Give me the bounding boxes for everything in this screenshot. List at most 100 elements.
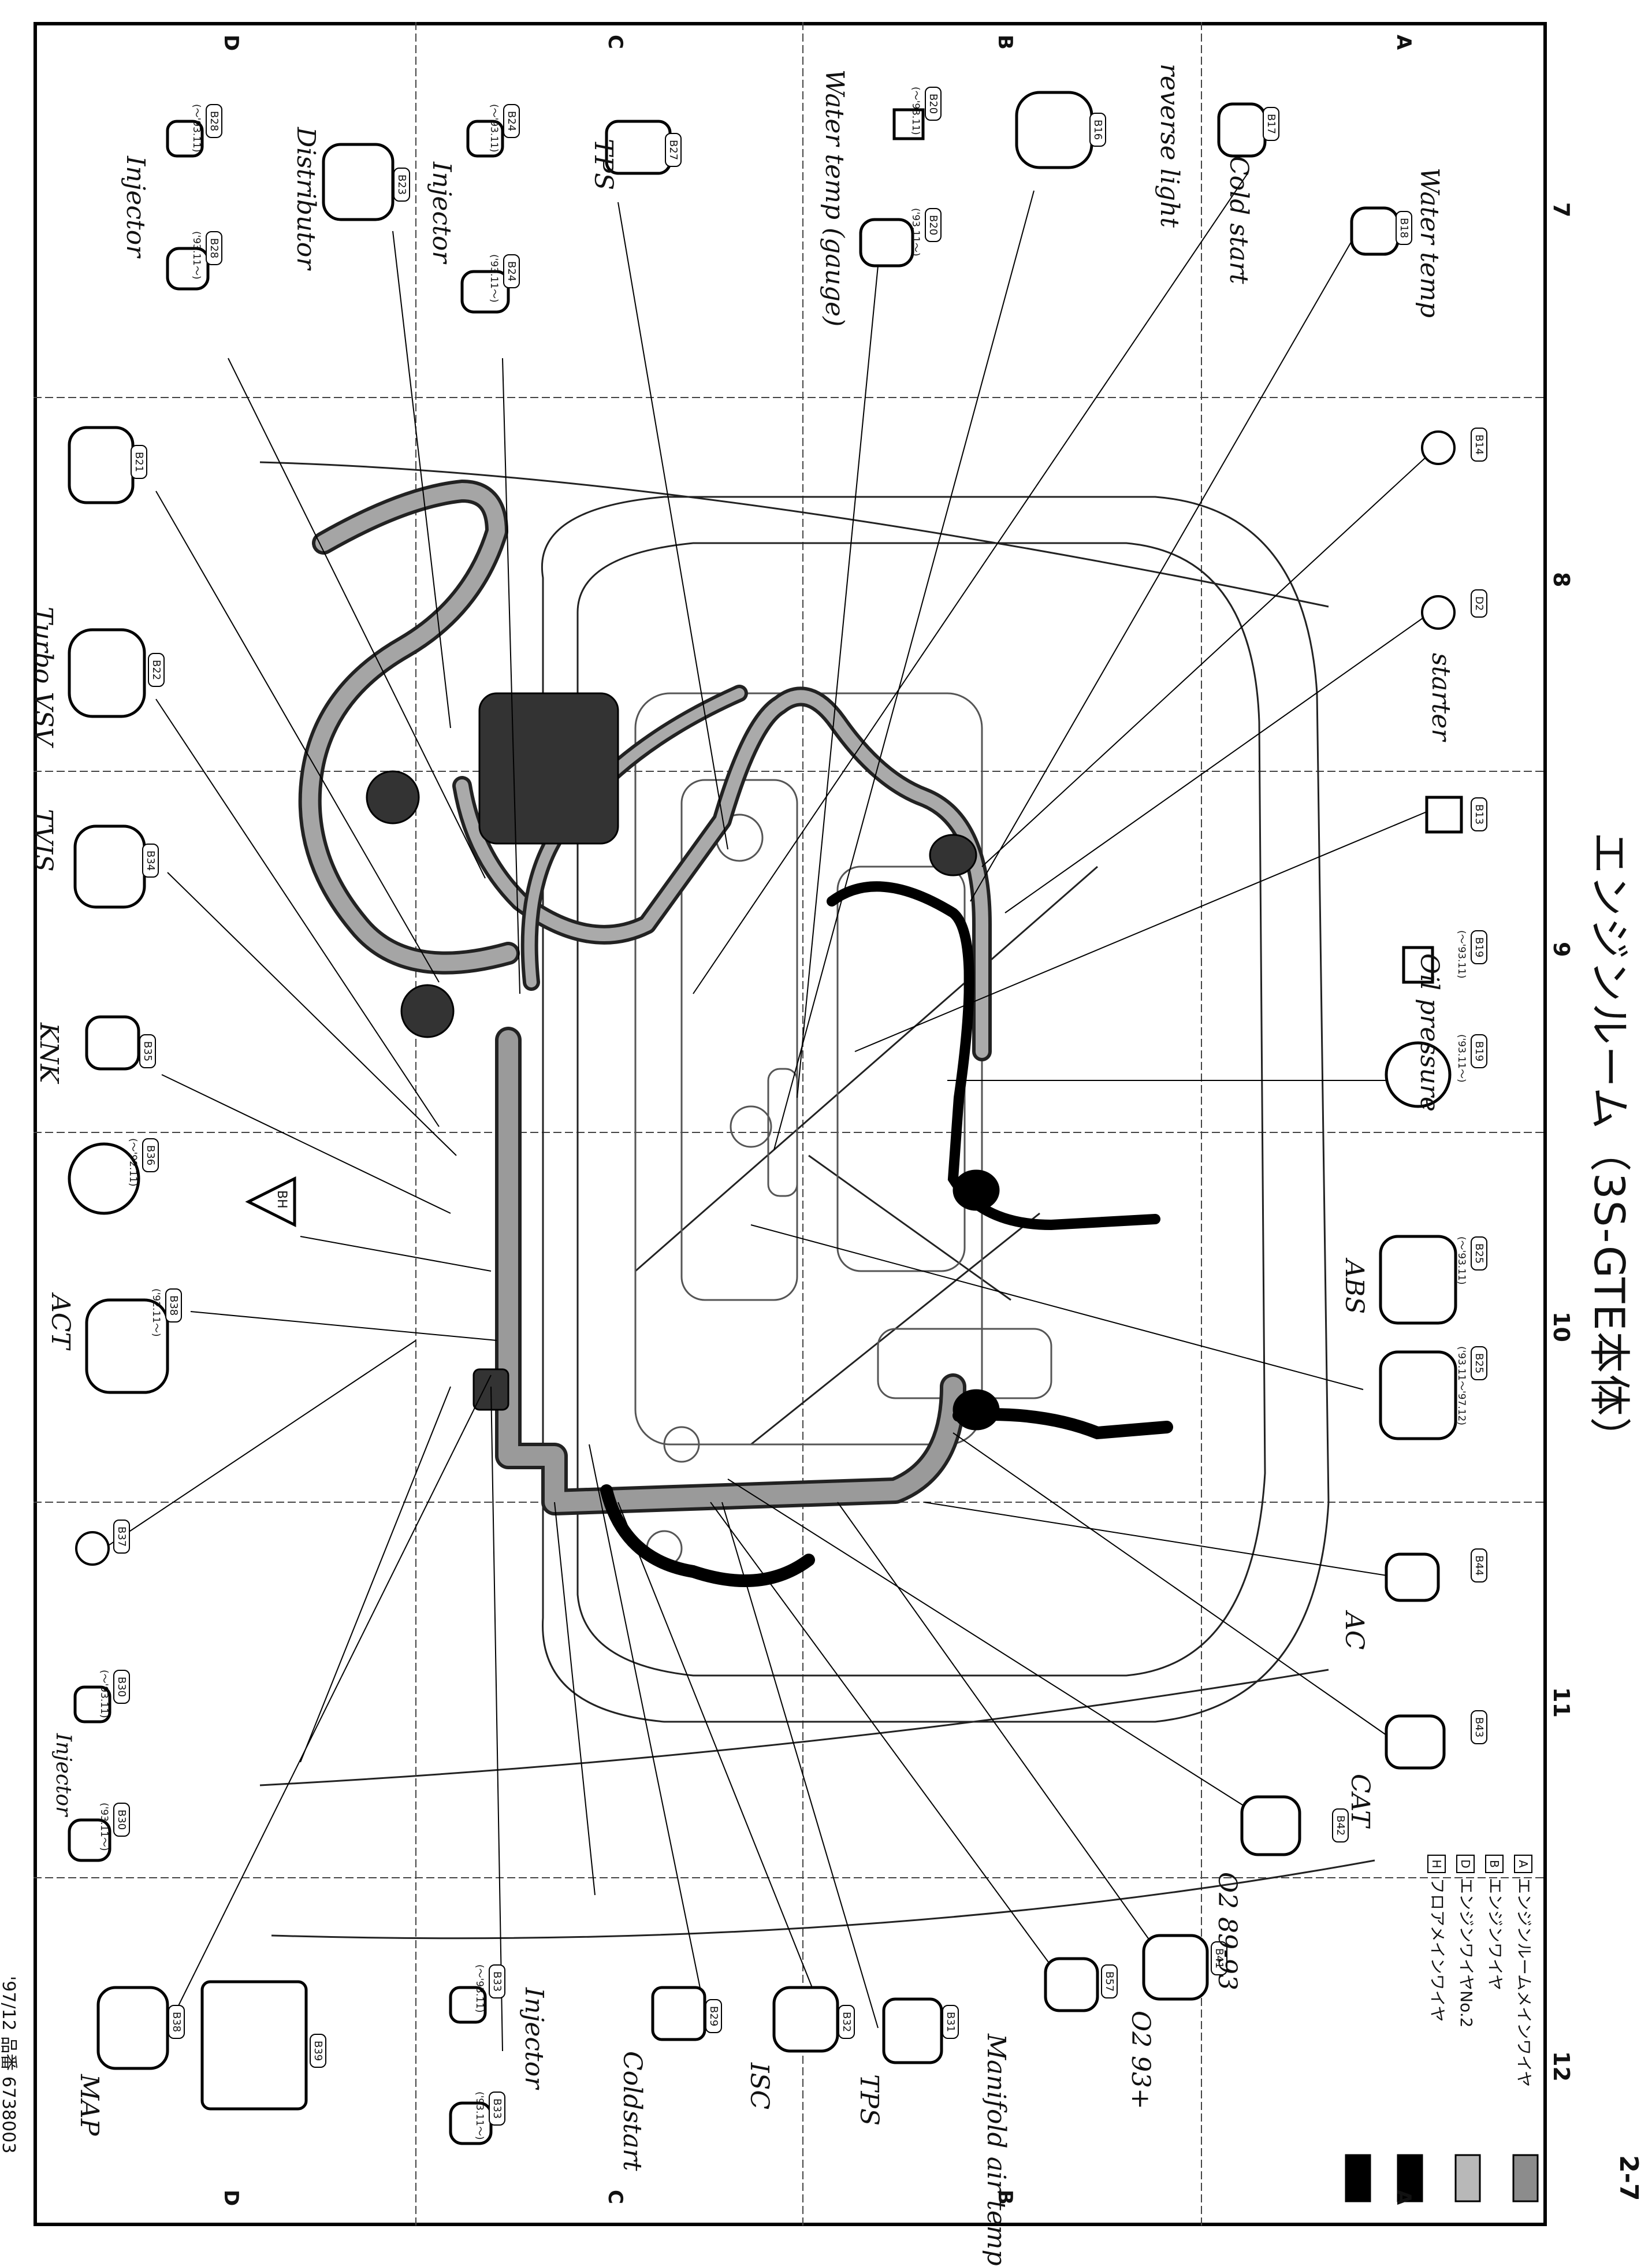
b25a-label: ABS — [1340, 1260, 1369, 1314]
b28a-connector-icon — [166, 120, 204, 158]
b35-label: KNK — [34, 1023, 64, 1083]
b24a-code: B24 — [503, 104, 520, 139]
page-title: エンジンルーム（3S-GTE本体） — [1585, 832, 1634, 1460]
b33b-code: B33 — [489, 2092, 505, 2126]
b27-label: TPS — [589, 139, 618, 191]
b44-label: AC — [1340, 1612, 1369, 1650]
d2-label: starter — [1426, 653, 1456, 741]
row-label-b-top: B — [994, 35, 1017, 50]
b18-code: B18 — [1396, 211, 1412, 246]
legend-item-b: Bエンジンワイヤ — [1484, 1855, 1508, 1990]
legend-swatches — [1345, 2154, 1539, 2202]
column-label-7: 7 — [1549, 202, 1574, 218]
b16-code: B16 — [1089, 113, 1106, 147]
b14-ring-terminal-icon — [1421, 430, 1456, 465]
b27-code: B27 — [665, 133, 682, 168]
b25b-code: B25 — [1471, 1346, 1487, 1381]
b42-label: O2 89-93 — [1212, 1872, 1242, 1990]
column-label-11: 11 — [1549, 1687, 1574, 1718]
b17-code: B17 — [1263, 107, 1279, 142]
b30a-date: (～'93.11) — [98, 1670, 110, 1718]
b25b-date: ('93.11～'97.12) — [1456, 1346, 1467, 1425]
b25a-date: (～'93.11) — [1456, 1236, 1467, 1285]
b24a-label: Injector — [427, 162, 456, 263]
b33a-date: (～'93.11) — [474, 1964, 485, 2013]
b36b-code: B38 — [165, 1288, 182, 1323]
harness-clusters — [366, 692, 977, 1411]
b20b-connector-icon — [859, 218, 914, 268]
b36a-date: (～'92.11) — [127, 1138, 139, 1187]
d2-code: D2 — [1471, 589, 1487, 618]
b36b-date: ('92.11～) — [150, 1288, 162, 1337]
b36a-code: B36 — [142, 1138, 159, 1173]
b31-code: B31 — [942, 2005, 959, 2040]
b33a-connector-icon — [449, 1986, 487, 2024]
b20b-code: B20 — [925, 208, 942, 243]
b30b-date: ('93.11～) — [98, 1803, 110, 1851]
b29-label: Coldstart — [617, 2051, 647, 2171]
b24a-date: (～'93.11) — [488, 104, 500, 153]
b32-code: B32 — [838, 2005, 855, 2040]
b25a-connector-icon — [1379, 1235, 1457, 1325]
b28b-date: ('93.11～) — [191, 231, 202, 280]
b32-label: ISC — [745, 2063, 774, 2110]
b16-label: reverse light — [1155, 64, 1184, 228]
bh-code: BH — [274, 1190, 289, 1209]
legend-swatch-d — [1397, 2154, 1423, 2202]
b57-code: B57 — [1101, 1964, 1118, 1999]
b31-connector-icon — [882, 1997, 943, 2064]
column-label-9: 9 — [1549, 942, 1574, 957]
b23-connector-icon — [322, 143, 395, 221]
engine-block — [634, 692, 1052, 1567]
b37-ring-terminal-icon — [75, 1531, 110, 1566]
b19a-label: Oil pressure — [1415, 953, 1444, 1112]
engine-bay-outline — [259, 461, 1375, 1940]
connector-icons — [68, 91, 1463, 2145]
b21-code: B21 — [131, 445, 147, 480]
b36b-connector-icon — [85, 1298, 169, 1394]
column-label-10: 10 — [1549, 1312, 1574, 1342]
b43-connector-icon — [1385, 1714, 1446, 1770]
legend-item-a: Aエンジンルームメインワイヤ — [1513, 1855, 1536, 2087]
b22-code: B22 — [148, 653, 165, 688]
b30a-connector-icon — [73, 1685, 111, 1723]
b31-label: TPS — [854, 2074, 884, 2126]
b33a-label: Injector — [519, 1988, 549, 2089]
b23-label: Distributor — [291, 127, 321, 270]
legend-item-h: Hフロアメインワイヤ — [1427, 1855, 1450, 2022]
legend-swatch-b — [1454, 2154, 1481, 2202]
b41-connector-icon — [1142, 1934, 1209, 2001]
b13-connector-icon — [1425, 796, 1463, 834]
b28a-label: Injector — [121, 156, 150, 258]
b44-code: B44 — [1471, 1548, 1487, 1583]
page-number: 2-7 — [1614, 2155, 1643, 2201]
b25b-connector-icon — [1379, 1350, 1457, 1440]
d2-ring-terminal-icon — [1421, 595, 1456, 630]
b34-connector-icon — [73, 824, 146, 909]
b33a-code: B33 — [489, 1964, 505, 1999]
b24b-date: ('93.11～) — [488, 254, 500, 303]
b29-code: B29 — [705, 1999, 722, 2034]
b30b-code: B30 — [113, 1803, 130, 1837]
legend-swatch-a — [1512, 2154, 1539, 2202]
legend-item-d: DエンジンワイヤNo.2 — [1456, 1855, 1479, 2027]
b20b-date: ('93.11～) — [910, 208, 921, 257]
leader-lines — [103, 173, 1427, 2052]
b41-label: O2 93+ — [1126, 2011, 1155, 2109]
b25a-code: B25 — [1471, 1236, 1487, 1271]
b30a-label: Injector — [51, 1733, 75, 1816]
b35-connector-icon — [85, 1015, 140, 1071]
b20a-connector-icon — [892, 108, 925, 140]
b38-label: MAP — [75, 2074, 104, 2136]
b34-label: TVIS — [28, 809, 58, 872]
b18-connector-icon — [1350, 206, 1400, 256]
b14-code: B14 — [1471, 428, 1487, 462]
row-label-d-bottom: D — [219, 2190, 243, 2206]
b30b-connector-icon — [68, 1818, 111, 1862]
b30a-code: B30 — [113, 1670, 130, 1704]
b20a-date: (～'93.11) — [910, 87, 921, 135]
b24b-code: B24 — [503, 254, 520, 289]
b38-connector-icon — [96, 1986, 169, 2070]
column-label-8: 8 — [1549, 572, 1574, 588]
row-label-d-top: D — [219, 35, 243, 51]
